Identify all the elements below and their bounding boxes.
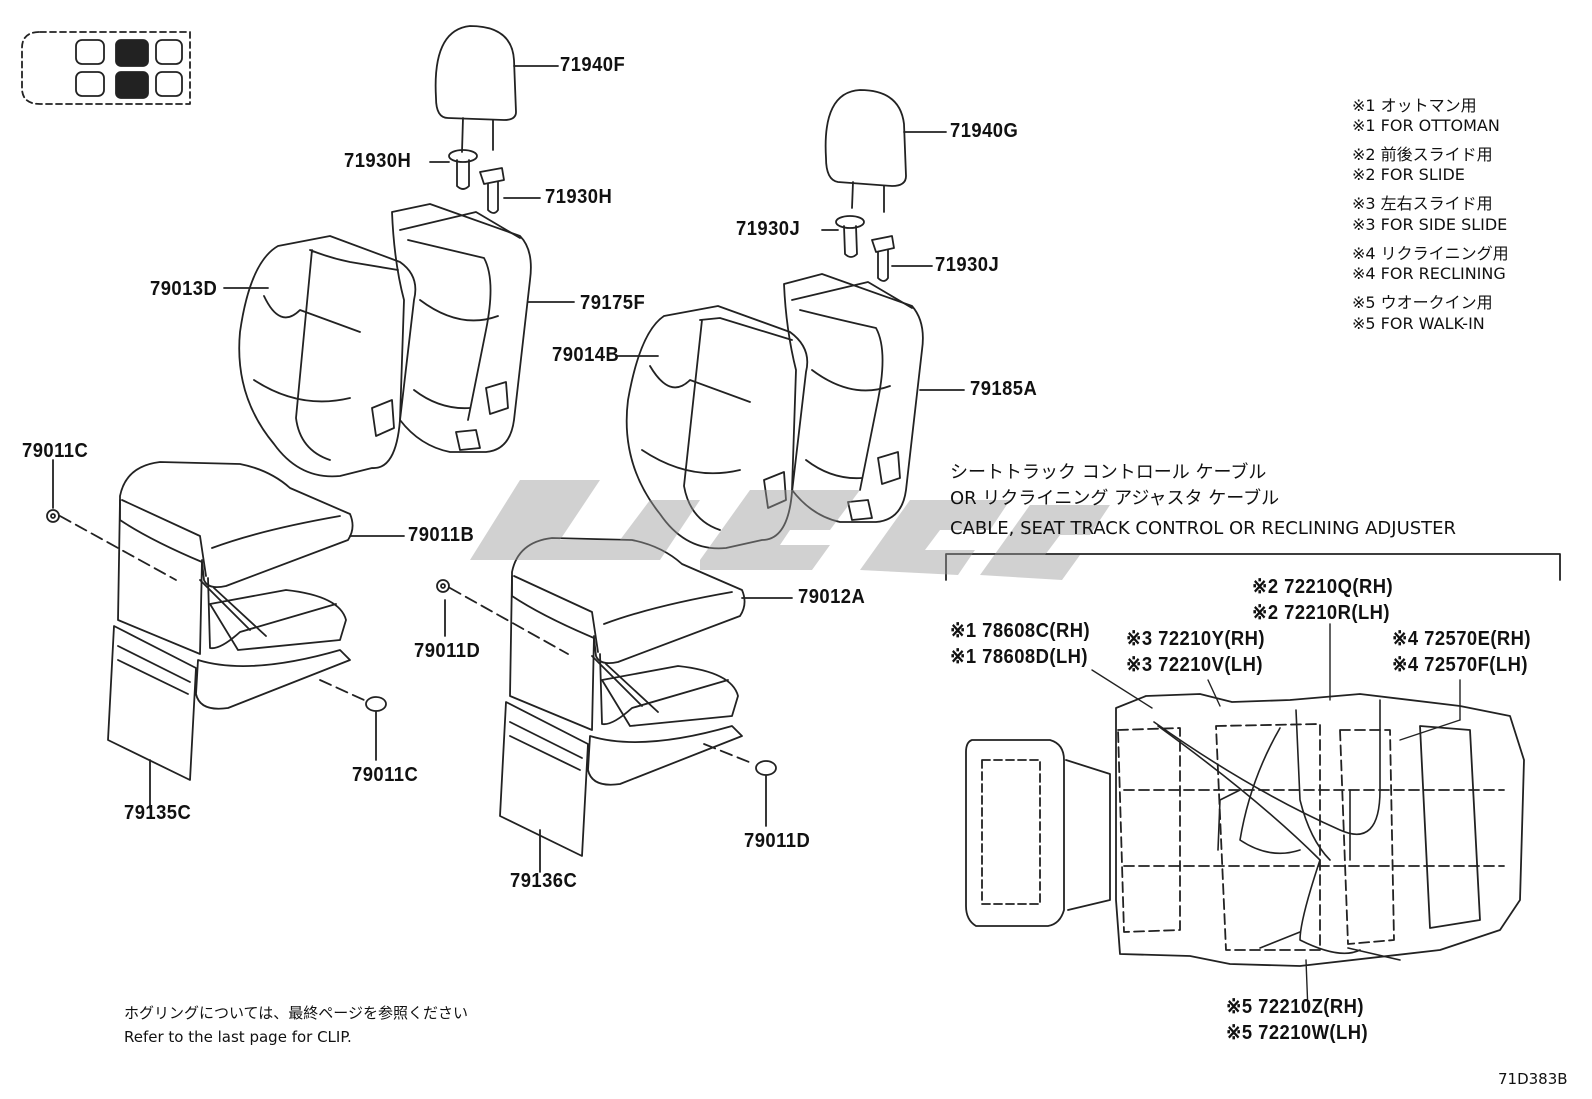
- seat-skirt-79136c: [499, 701, 589, 873]
- guide-71930h-b: [479, 167, 541, 214]
- seat-cushion-79012a: [509, 537, 793, 731]
- seatback-frame-79185a: [783, 273, 965, 523]
- part-label-79136c: 79136C: [510, 870, 578, 892]
- guide-71930j-b: [871, 235, 933, 282]
- cable-part-78608c: ※1 78608C(RH): [950, 620, 1091, 642]
- cable-part-72570f: ※4 72570F(LH): [1392, 654, 1528, 676]
- part-label-71930h-a: 71930H: [344, 150, 412, 172]
- seatback-frame-79175f: [391, 203, 575, 453]
- legend-note: ※4 リクライニング用: [1352, 244, 1509, 263]
- footer-note-en: Refer to the last page for CLIP.: [124, 1028, 352, 1046]
- clip-79011c-a: [46, 459, 177, 581]
- cable-part-72210z: ※5 72210Z(RH): [1226, 996, 1364, 1018]
- guide-71930h-a: [429, 149, 478, 190]
- legend-note: ※2 前後スライド用: [1352, 145, 1493, 164]
- part-label-79135c: 79135C: [124, 802, 192, 824]
- part-label-71940g: 71940G: [950, 120, 1019, 142]
- cable-part-72570e: ※4 72570E(RH): [1392, 628, 1532, 650]
- seat-frame-79012a: [587, 655, 743, 786]
- part-label-79011b: 79011B: [408, 524, 475, 546]
- watermark-logo: [470, 480, 1110, 580]
- part-label-79014b: 79014B: [552, 344, 620, 366]
- part-label-71930h-b: 71930H: [545, 186, 613, 208]
- part-label-79013d: 79013D: [150, 278, 218, 300]
- guide-71930j-a: [821, 215, 865, 258]
- cable-part-72210r: ※2 72210R(LH): [1252, 602, 1390, 624]
- legend-note: ※1 FOR OTTOMAN: [1352, 116, 1500, 135]
- headrest-71940f: [434, 25, 559, 153]
- legend-note: ※3 左右スライド用: [1352, 194, 1493, 213]
- part-label-71930j-a: 71930J: [736, 218, 801, 240]
- seatback-cover-79014b: [615, 305, 809, 550]
- cable-title-en: CABLE, SEAT TRACK CONTROL OR RECLINING A…: [950, 518, 1457, 539]
- part-label-79175f: 79175F: [580, 292, 646, 314]
- headrest-71940g: [824, 89, 947, 213]
- part-label-79185a: 79185A: [970, 378, 1038, 400]
- seat-skirt-79135c: [107, 625, 197, 809]
- seat-frame-79011b: [195, 579, 351, 710]
- cable-part-72210v: ※3 72210V(LH): [1126, 654, 1263, 676]
- legend-note: ※1 オットマン用: [1352, 96, 1477, 115]
- cable-leaders: [1091, 623, 1461, 1013]
- seatback-cover-79013d: [223, 235, 417, 478]
- part-label-79012a: 79012A: [798, 586, 866, 608]
- part-label-79011c-b: 79011C: [352, 764, 419, 786]
- part-label-71940f: 71940F: [560, 54, 626, 76]
- footer-note-jp: ホグリングについては、最終ページを参照ください: [124, 1004, 468, 1022]
- clip-79011d-b: [703, 743, 777, 827]
- part-label-79011d-a: 79011D: [414, 640, 481, 662]
- clip-79011c-b: [319, 679, 387, 761]
- legend-note: ※5 ウオークイン用: [1352, 293, 1493, 312]
- vehicle-seat-position-icon: [21, 31, 191, 105]
- legend-note: ※3 FOR SIDE SLIDE: [1352, 215, 1508, 234]
- cable-part-72210y: ※3 72210Y(RH): [1126, 628, 1266, 650]
- cable-part-72210q: ※2 72210Q(RH): [1252, 576, 1394, 598]
- cable-title-jp1: シートトラック コントロール ケーブル: [950, 462, 1267, 483]
- legend-note: ※4 FOR RECLINING: [1352, 264, 1506, 283]
- cable-title-jp2: OR リクライニング アジャスタ ケーブル: [950, 488, 1280, 509]
- clip-79011d-a: [436, 579, 569, 655]
- legend-note: ※2 FOR SLIDE: [1352, 165, 1465, 184]
- cable-routing: [1153, 699, 1401, 961]
- floor-underbody: [965, 693, 1525, 967]
- part-label-79011c-a: 79011C: [22, 440, 89, 462]
- seat-cushion-79011b: [117, 461, 405, 655]
- cable-part-72210w: ※5 72210W(LH): [1226, 1022, 1369, 1044]
- legend-note: ※5 FOR WALK-IN: [1352, 314, 1485, 333]
- part-label-71930j-b: 71930J: [935, 254, 1000, 276]
- diagram-code: 71D383B: [1498, 1070, 1568, 1088]
- part-label-79011d-b: 79011D: [744, 830, 811, 852]
- cable-part-78608d: ※1 78608D(LH): [950, 646, 1088, 668]
- cable-bracket: [945, 553, 1561, 581]
